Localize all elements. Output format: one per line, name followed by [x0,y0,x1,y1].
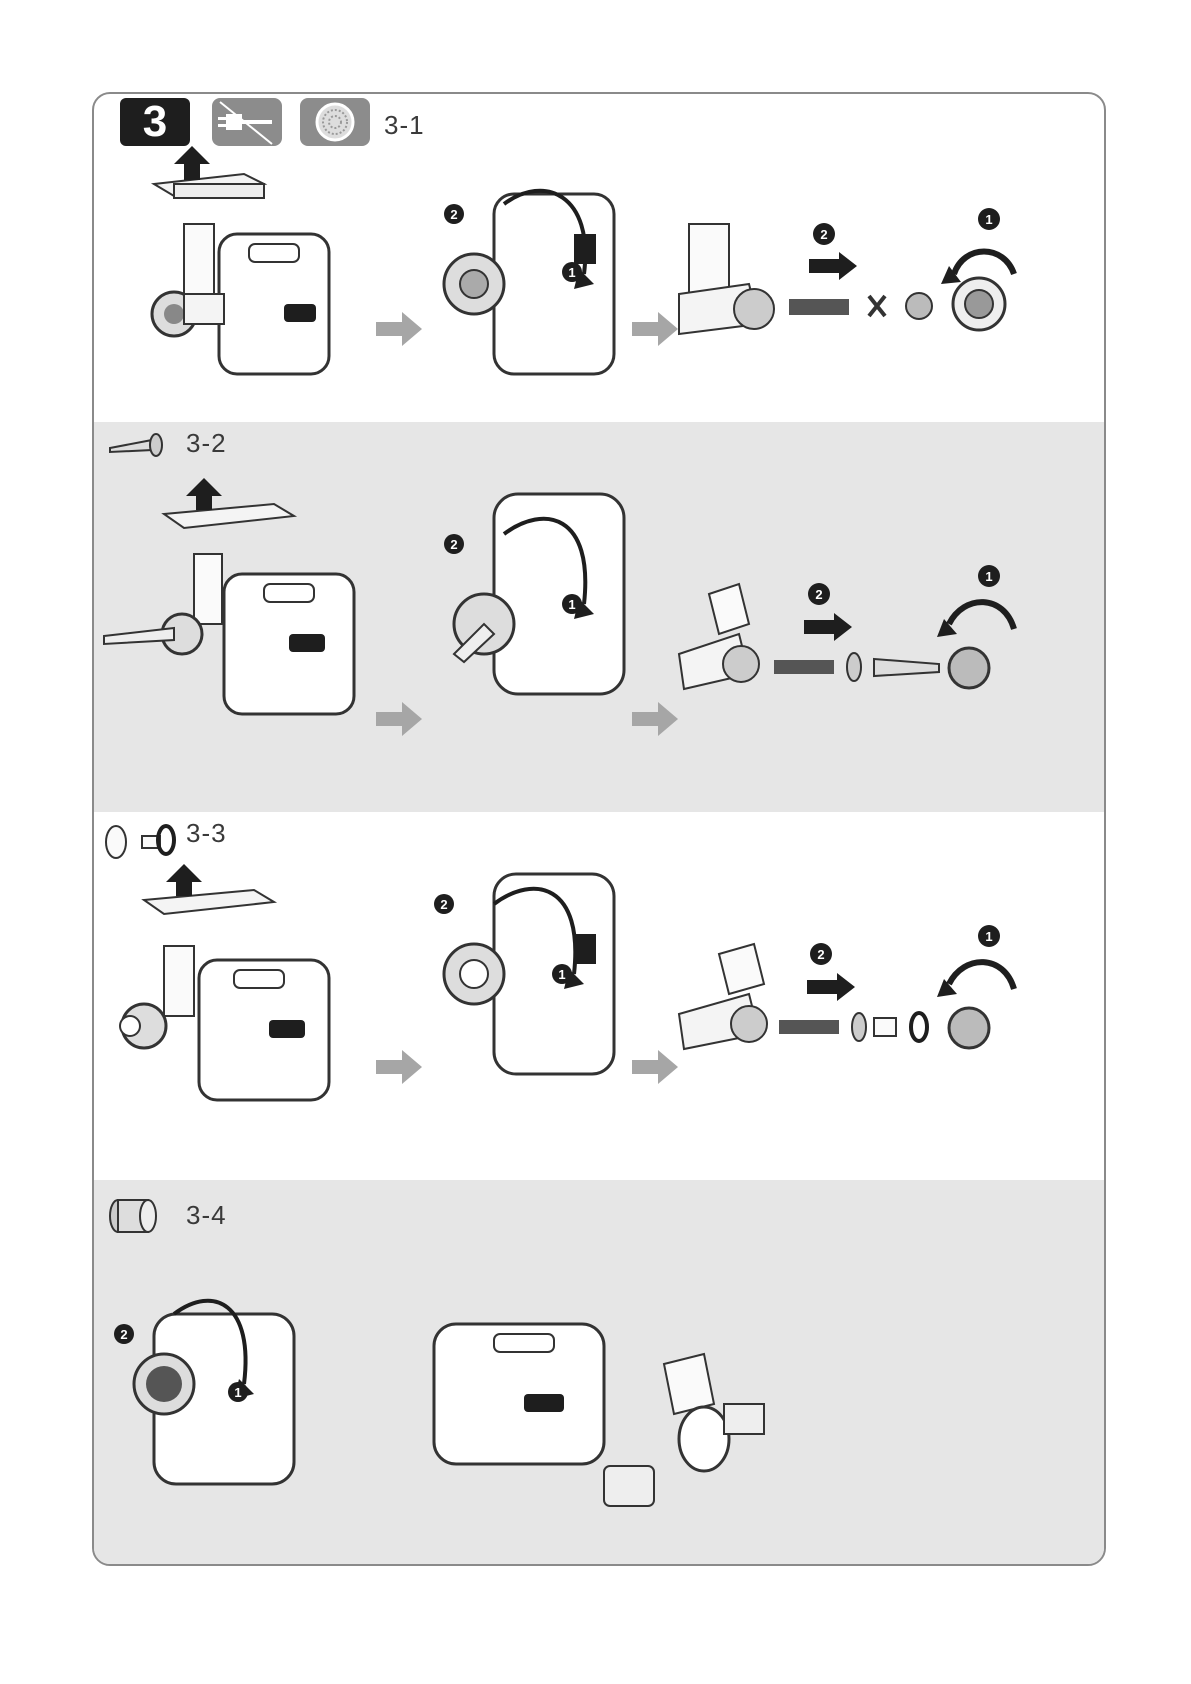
next-step-arrow-icon [632,702,678,736]
instruction-panel: 3 3-1 [92,92,1106,1566]
cutting-plate-icon [300,98,370,146]
section-3-2-step2-mincer: 2 1 [434,474,634,724]
svg-text:1: 1 [985,929,992,944]
section-3-3-exploded-parts: 2 1 [679,914,1079,1074]
svg-text:1: 1 [985,569,992,584]
section-3-4-step1-mincer: 2 1 [104,1284,324,1504]
section-3-4-disassembled-parts [424,1294,784,1534]
svg-text:1: 1 [558,967,565,982]
svg-text:2: 2 [440,897,447,912]
section-3-2-label: 3-2 [186,428,227,459]
section-3-1-exploded-parts: 2 1 [679,204,1079,364]
svg-text:1: 1 [234,1385,241,1400]
section-3-3-step1-mincer [104,860,344,1120]
section-3-4-label: 3-4 [186,1200,227,1231]
svg-text:2: 2 [120,1327,127,1342]
svg-text:2: 2 [450,537,457,552]
lift-up-arrow-icon [174,146,210,180]
unplug-icon [212,98,282,146]
section-3-2-exploded-parts: 2 1 [679,564,1079,724]
next-step-arrow-icon [376,1050,422,1084]
callout-one-text: 1 [568,265,575,280]
svg-text:1: 1 [985,212,992,227]
grater-drum-icon [108,1196,158,1236]
section-3-3-label: 3-3 [186,818,227,849]
kebbe-attachment-icon [102,820,178,860]
next-step-arrow-icon [632,1050,678,1084]
sausage-tube-icon [108,432,168,458]
svg-text:2: 2 [817,947,824,962]
section-3-3-step2-mincer: 2 1 [424,864,634,1094]
svg-text:2: 2 [815,587,822,602]
next-step-arrow-icon [632,312,678,346]
step-number-badge: 3 [120,98,190,146]
next-step-arrow-icon [376,702,422,736]
section-3-1-label: 3-1 [384,110,425,141]
svg-text:1: 1 [568,597,575,612]
lift-up-arrow-icon [186,478,222,510]
lift-up-arrow-icon [166,864,202,896]
section-3-1-step1-mincer [124,144,344,394]
callout-two-text: 2 [450,207,457,222]
section-3-2-step1-mincer [104,474,364,734]
svg-text:2: 2 [820,227,827,242]
next-step-arrow-icon [376,312,422,346]
section-3-1-step2-mincer: 2 1 [434,174,634,394]
